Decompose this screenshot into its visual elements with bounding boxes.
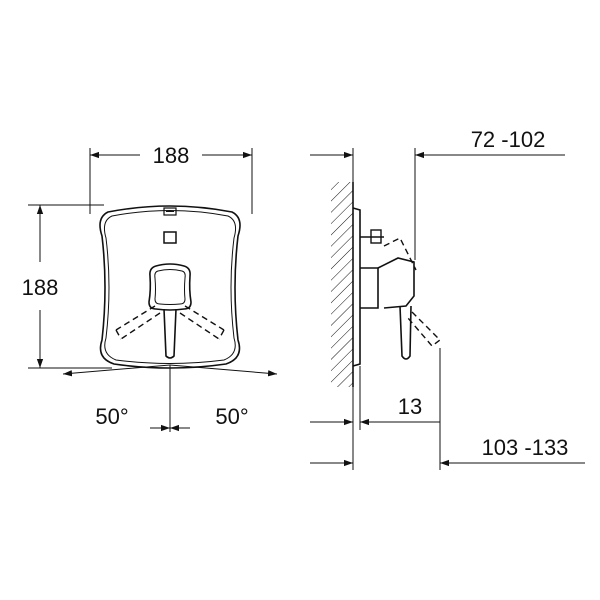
front-view: 188 188 50° 50° [22,143,278,432]
angle-right-label: 50° [215,404,248,429]
valve-screw [370,229,382,244]
wall-section [331,182,353,387]
side-handle-body [360,267,379,309]
side-lever-stem [399,305,412,360]
plate-thickness-label: 13 [398,394,422,419]
cover-plate-inner-outline [104,210,236,364]
angle-left-label: 50° [95,404,128,429]
side-handle-lever [377,257,415,309]
total-depth-label: 103 -133 [482,435,569,460]
side-cover-plate [352,207,361,367]
brand-logo-icon [163,207,177,216]
side-view: 72 -102 13 103 -133 [310,127,585,470]
handle-depth-label: 72 -102 [471,127,546,152]
cover-plate-outline [99,205,241,369]
height-dimension-label: 188 [22,275,59,300]
lever-rotated-right [179,305,225,340]
lever-handle [163,308,177,359]
handle-rosette-inner [154,269,186,305]
width-dimension-label: 188 [153,143,190,168]
lever-rotated-left [115,305,161,340]
diverter-button-icon [163,231,177,244]
handle-rosette-outer [148,263,192,311]
